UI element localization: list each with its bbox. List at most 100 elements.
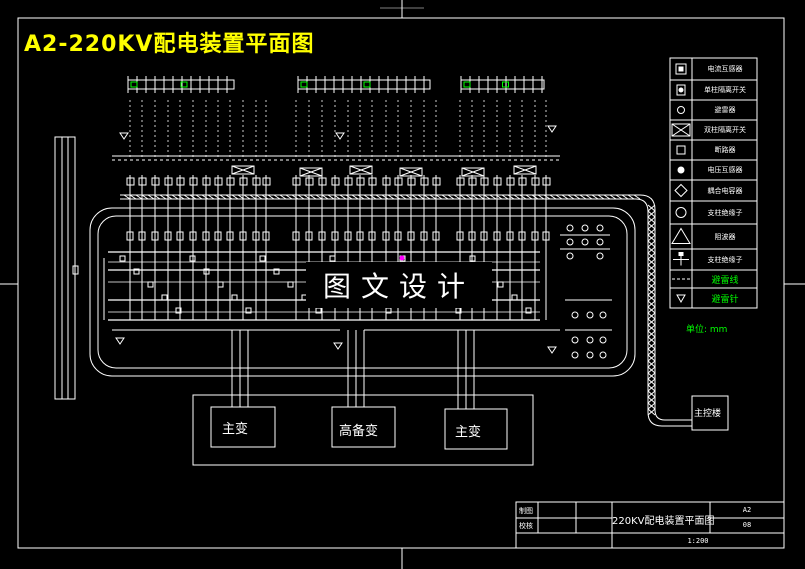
lightning-needle-icon	[335, 132, 345, 140]
busbar-isolator	[525, 307, 532, 314]
lightning-needle-icon	[547, 346, 557, 354]
bay-breaker	[356, 177, 365, 186]
legend-icons	[671, 63, 691, 304]
bay-breaker	[164, 177, 173, 186]
support-insulator	[571, 351, 579, 359]
title-block-name: 220KV配电装置平面图	[612, 516, 715, 527]
unit-label: 单位: mm	[686, 325, 728, 335]
magenta-point	[399, 255, 405, 261]
wave-trap-icon	[671, 227, 691, 244]
bay-ct	[394, 231, 402, 241]
bay-breaker	[331, 177, 340, 186]
busbar-isolator	[385, 307, 392, 314]
legend-label-7: 支柱绝缘子	[707, 208, 743, 217]
bay-breaker	[407, 177, 416, 186]
gantry-green-mark	[130, 81, 138, 88]
bay-ct	[468, 231, 476, 241]
support-insulator	[581, 224, 589, 232]
bay-breaker	[305, 177, 314, 186]
support-insulator-icon	[675, 207, 687, 218]
busbar-isolator	[119, 255, 126, 262]
support-insulator	[596, 224, 604, 232]
double-isolator	[231, 165, 255, 175]
bay-ct	[420, 231, 428, 241]
cable-trench	[120, 194, 692, 427]
bay-breaker	[480, 177, 489, 186]
busbar-isolator	[469, 255, 476, 262]
lightning-needle-icon	[676, 294, 686, 304]
support-insulator	[596, 252, 604, 260]
lightning-needle-icon	[119, 132, 129, 140]
bay-breaker	[542, 177, 551, 186]
control-room-label: 主控楼	[694, 409, 722, 419]
bay-breaker	[189, 177, 198, 186]
bay-ct	[138, 231, 146, 241]
bay-breaker	[138, 177, 147, 186]
support-insulator	[599, 336, 607, 344]
busbar-isolator	[189, 255, 196, 262]
title-block-scale: 1:200	[687, 537, 709, 545]
bay-ct	[252, 231, 260, 241]
title-block-number: 08	[742, 521, 752, 529]
busbar-isolator	[329, 255, 336, 262]
legend-label-2: 避雷器	[714, 106, 736, 114]
bay-breaker	[344, 177, 353, 186]
bay-ct	[176, 231, 184, 241]
bay-ct	[262, 231, 270, 241]
busbar-isolator	[455, 307, 462, 314]
drawing-title: A2-220KV配电装置平面图	[24, 32, 315, 57]
legend-label-5: 电压互感器	[707, 166, 743, 174]
bay-breaker	[432, 177, 441, 186]
bay-breaker	[318, 177, 327, 186]
busbar-isolator	[497, 281, 504, 288]
busbar-isolator	[217, 281, 224, 288]
bay-ct	[356, 231, 364, 241]
legend-label-9: 支柱绝缘子	[707, 255, 743, 264]
bay-ct	[226, 231, 234, 241]
bay-breaker	[368, 177, 377, 186]
title-block-checked-by: 校核	[519, 522, 533, 530]
busbar-isolator	[273, 268, 280, 275]
right-equipment	[560, 224, 612, 359]
double-isolator	[513, 165, 537, 175]
bay-breaker	[493, 177, 502, 186]
bay-ct	[531, 231, 539, 241]
title-block	[515, 501, 785, 549]
breaker-icon	[676, 145, 686, 155]
bay-breaker	[518, 177, 527, 186]
support-insulator	[566, 238, 574, 246]
transformer-feeders	[192, 330, 534, 466]
legend-label-1: 单柱隔离开关	[704, 86, 746, 94]
busbar-isolator	[231, 294, 238, 301]
bay-breaker	[252, 177, 261, 186]
busbar-isolator	[203, 268, 210, 275]
coupling-capacitor-icon	[674, 183, 688, 198]
lightning-needle-icon	[547, 125, 557, 133]
double-isolator	[299, 167, 323, 177]
site-road	[89, 207, 636, 377]
busbar-isolator	[315, 307, 322, 314]
bay-breaker	[202, 177, 211, 186]
support-insulator	[586, 311, 594, 319]
legend-label-11: 避雷针	[711, 295, 739, 305]
support-insulator	[581, 238, 589, 246]
bay-breaker	[226, 177, 235, 186]
bay-ct	[344, 231, 352, 241]
legend-label-0: 电流互感器	[707, 65, 743, 73]
bay-ct	[506, 231, 514, 241]
bay-ct	[151, 231, 159, 241]
control-room-box	[691, 395, 729, 431]
bay-ct	[407, 231, 415, 241]
bay-breaker	[394, 177, 403, 186]
lightning-needles	[115, 125, 557, 354]
busbar-isolator	[511, 294, 518, 301]
double-isolator	[349, 165, 373, 175]
bay-breaker	[468, 177, 477, 186]
bay-breaker	[126, 177, 135, 186]
support-insulator	[566, 224, 574, 232]
main-transformer-right-label: 主变	[455, 425, 482, 440]
legend-label-4: 断路器	[714, 146, 736, 154]
bay-ct	[239, 231, 247, 241]
legend-label-8: 阻波器	[714, 232, 736, 241]
busbar-isolator	[245, 307, 252, 314]
